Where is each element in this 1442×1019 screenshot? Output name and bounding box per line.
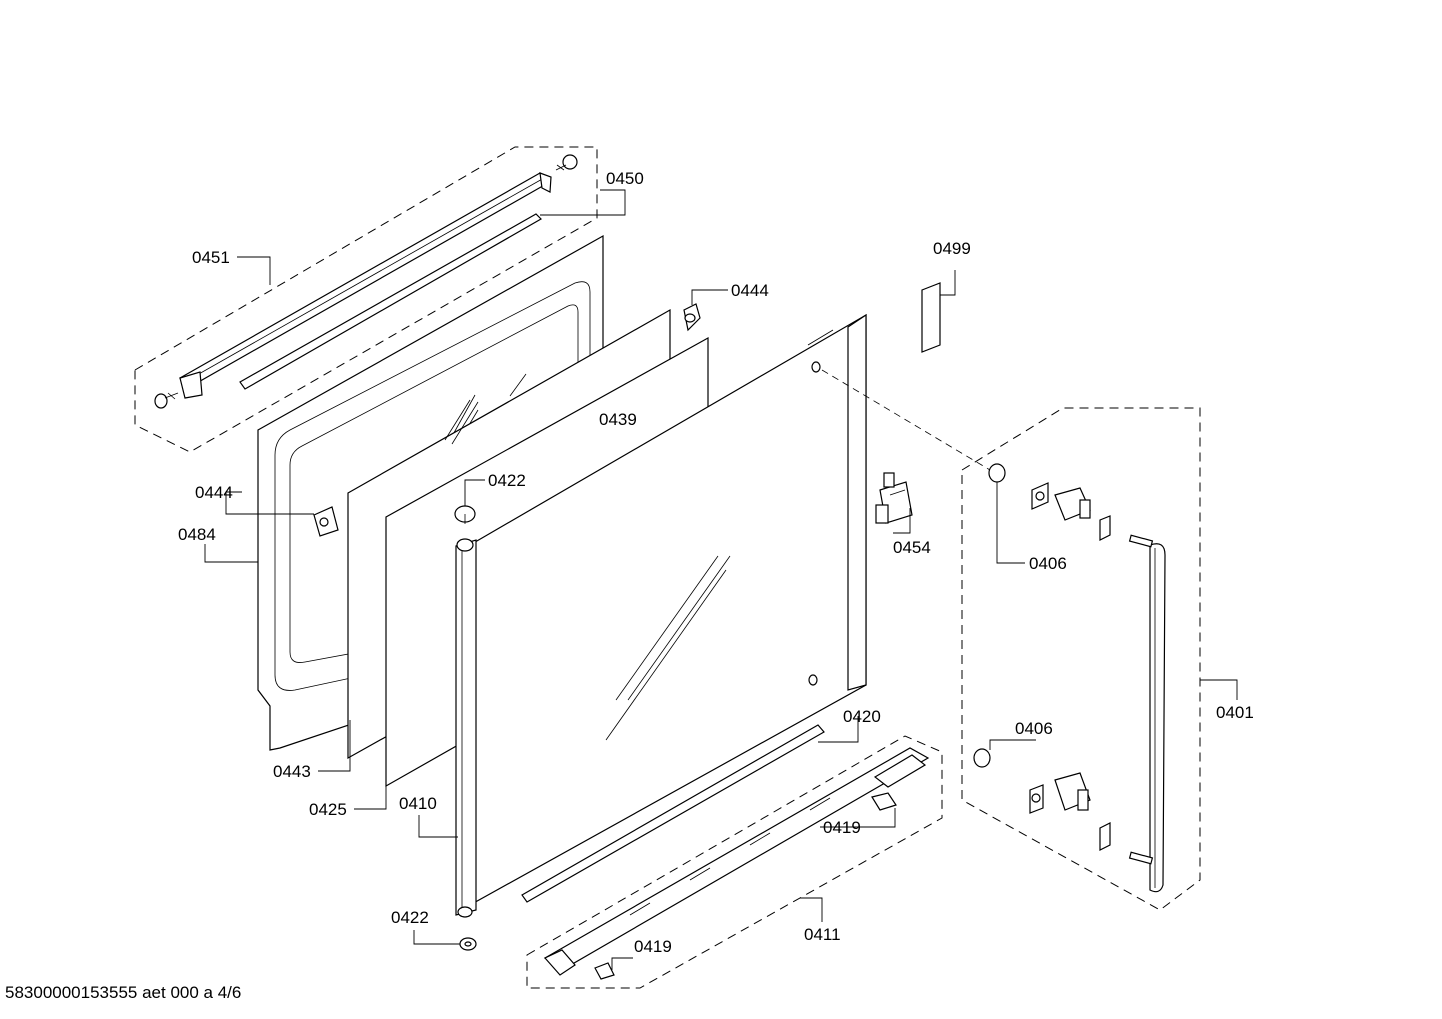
bottom-seal-strip (521, 724, 825, 903)
top-trim-strip (179, 172, 552, 399)
callout-0419-right: 0419 (823, 818, 861, 837)
bottom-trim-group (526, 735, 943, 989)
callout-0419-bottom: 0419 (634, 937, 672, 956)
side-profile-0410 (455, 538, 477, 918)
spacer-0406-top (988, 463, 1006, 483)
screw-left (154, 392, 179, 409)
callout-0444-left: 0444 (195, 483, 233, 502)
callout-0444-top: 0444 (731, 281, 769, 300)
outer-door-glass (469, 313, 867, 907)
top-trim-group (134, 146, 598, 453)
screw-top-right (555, 154, 578, 171)
callout-0410: 0410 (399, 794, 437, 813)
handle-bar (1128, 534, 1166, 893)
callout-0443: 0443 (273, 762, 311, 781)
hinge-clip-top (683, 303, 701, 332)
callout-0484: 0484 (178, 525, 216, 544)
callout-0401: 0401 (1216, 703, 1254, 722)
callout-labels: 0450 0451 0444 0499 0439 0444 0422 0484 … (178, 169, 1254, 956)
callout-0422-top: 0422 (488, 471, 526, 490)
handle-group (961, 407, 1201, 911)
callout-0422-bottom: 0422 (391, 908, 429, 927)
callout-0406-bottom: 0406 (1015, 719, 1053, 738)
callout-0499: 0499 (933, 239, 971, 258)
callout-0450: 0450 (606, 169, 644, 188)
washer-0422-bottom (459, 937, 477, 951)
spacer-0406-bottom (973, 748, 991, 768)
callout-0454: 0454 (893, 538, 931, 557)
top-seal-strip (239, 213, 542, 390)
label-0499 (921, 282, 941, 353)
latch-0454 (875, 472, 913, 524)
hinge-clip-left (313, 506, 339, 537)
callout-0425: 0425 (309, 800, 347, 819)
callout-0406-top: 0406 (1029, 554, 1067, 573)
leader-lines (204, 189, 1238, 970)
callout-0411: 0411 (804, 925, 841, 944)
callout-0451: 0451 (192, 248, 230, 267)
document-code: 58300000153555 aet 000 a 4/6 (5, 983, 241, 1002)
callout-0439: 0439 (599, 410, 637, 429)
callout-0420: 0420 (843, 707, 881, 726)
clip-0419-bottom (594, 962, 615, 980)
clip-0419-right (871, 792, 897, 811)
